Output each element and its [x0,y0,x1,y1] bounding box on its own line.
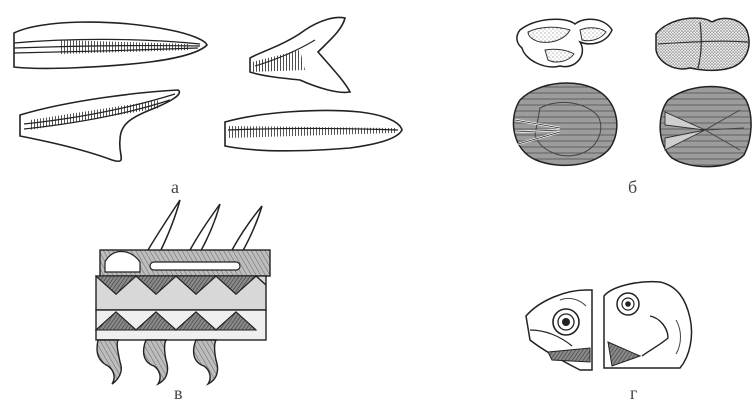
panel-v-drawing [96,200,270,384]
root-3 [194,340,218,384]
fish-head-left [526,290,592,370]
spine-2 [190,204,220,256]
scale-a4 [225,110,402,150]
panel-label-b: б [628,178,637,196]
panel-b-drawing [513,18,751,167]
root-2 [144,340,168,384]
panel-label-v: в [174,384,183,402]
panel-a-drawing [14,18,402,162]
ctenoid-scale [660,87,751,167]
ganoid-plates [517,19,612,67]
spine-1 [148,200,180,256]
panel-label-g: г [630,384,637,402]
root-1 [97,340,121,384]
spine-3 [232,206,262,256]
scale-a3 [250,18,350,93]
panel-g-drawing [526,282,692,370]
scale-a2 [20,90,179,161]
scale-a1 [14,22,207,68]
panel-label-a: а [171,178,179,196]
cycloid-scale [513,83,616,165]
cosmoid-plates [656,18,749,70]
fish-head-right [604,282,692,368]
